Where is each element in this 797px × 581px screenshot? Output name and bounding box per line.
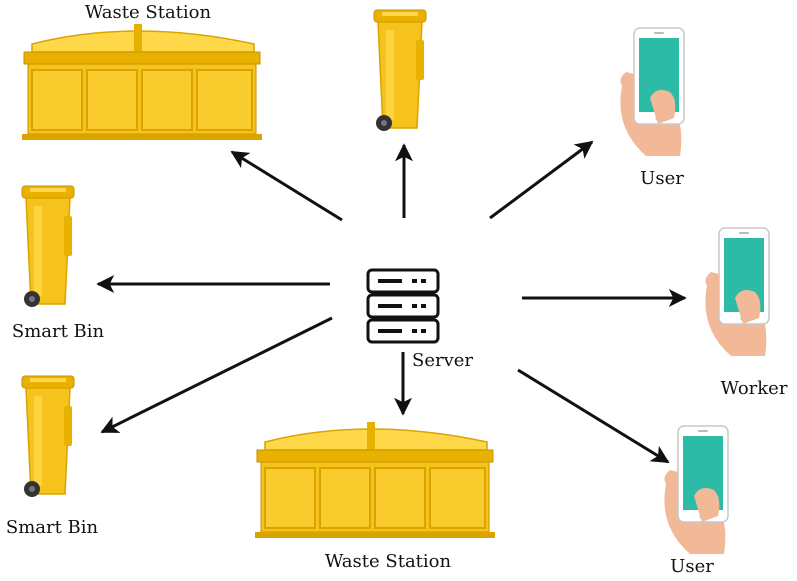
arrow-to-user-top xyxy=(489,140,594,220)
server-rack-icon xyxy=(366,268,440,344)
wheelie-bin-top-icon xyxy=(373,9,427,132)
waste-station-bottom-icon xyxy=(254,421,496,539)
user-bottom-label: User xyxy=(670,556,714,577)
arrow-to-smart-bin-2 xyxy=(100,316,333,434)
worker-label: Worker xyxy=(721,378,788,399)
server-label: Server xyxy=(412,350,473,371)
waste-station-top-label: Waste Station xyxy=(85,2,212,23)
waste-station-bottom-label: Waste Station xyxy=(325,551,452,572)
wheelie-bin-1-icon xyxy=(21,185,75,308)
wheelie-bin-2-icon xyxy=(21,375,75,498)
connection-arrows xyxy=(96,140,687,464)
hand-phone-worker-icon xyxy=(704,227,770,357)
waste-station-top-icon xyxy=(21,23,263,141)
arrow-to-waste-station-top xyxy=(230,150,343,222)
hand-phone-user-bottom-icon xyxy=(663,425,729,555)
hand-phone-user-top-icon xyxy=(619,27,685,157)
smart-bin-1-label: Smart Bin xyxy=(12,321,105,342)
user-top-label: User xyxy=(640,168,684,189)
arrow-to-user-bottom xyxy=(517,368,670,464)
smart-bin-2-label: Smart Bin xyxy=(6,517,99,538)
